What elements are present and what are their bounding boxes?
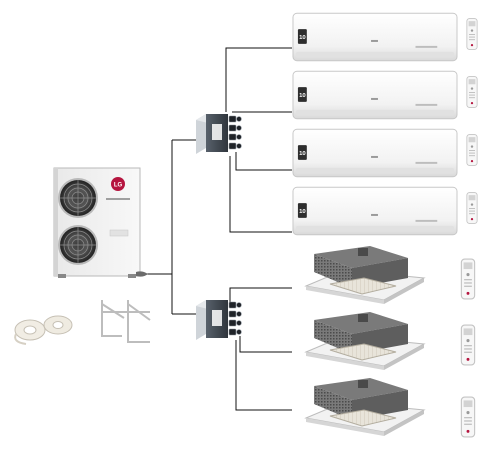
pipe-wall-unit-1 — [226, 48, 292, 112]
remote-control-1 — [467, 19, 477, 50]
wall-mounting-bracket-icon — [102, 300, 150, 342]
wall-unit-2 — [293, 71, 457, 118]
pipe-cassette-1 — [230, 288, 292, 302]
remote-control-6 — [461, 325, 474, 365]
cassette-unit-3 — [306, 378, 424, 436]
remote-control-4 — [467, 193, 477, 224]
remote-control-7 — [461, 397, 474, 437]
pipe-cassette-2 — [240, 336, 292, 352]
pipe-wall-unit-4 — [230, 156, 292, 232]
branch-box-lower — [196, 300, 241, 340]
refrigerant-piping-lines — [140, 48, 292, 410]
outdoor-condenser-unit-icon: LG — [54, 168, 148, 278]
remote-control-5 — [461, 259, 474, 299]
remote-control-2 — [467, 77, 477, 108]
cassette-unit-1 — [306, 246, 424, 304]
remote-control-3 — [467, 135, 477, 166]
wall-unit-3 — [293, 129, 457, 176]
wall-unit-1 — [293, 13, 457, 60]
pipe-wall-unit-3 — [236, 152, 292, 170]
wall-unit-4 — [293, 187, 457, 234]
branch-box-upper — [196, 114, 241, 154]
brand-logo-text: LG — [114, 183, 123, 189]
pipe-cassette-3 — [236, 340, 292, 410]
cassette-unit-2 — [306, 312, 424, 370]
insulated-copper-pipe-coil-icon — [15, 316, 72, 344]
